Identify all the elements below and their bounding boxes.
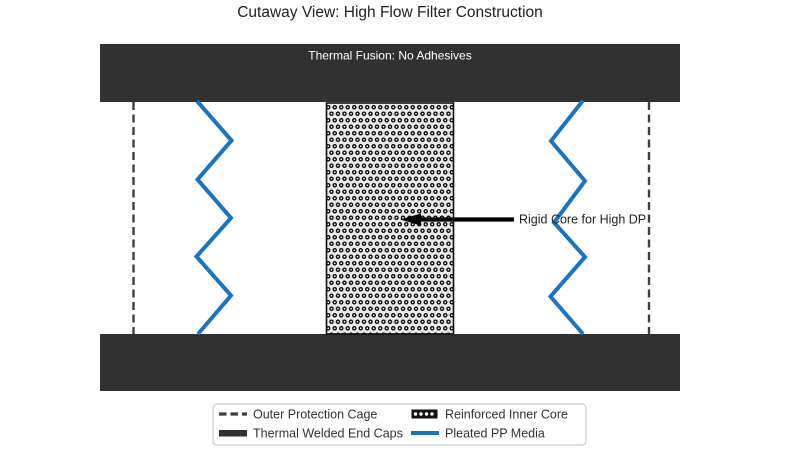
top-end-cap-label: Thermal Fusion: No Adhesives xyxy=(308,49,471,63)
legend-label-end-caps: Thermal Welded End Caps xyxy=(253,427,403,441)
pleated-media-left-zigzag xyxy=(193,99,235,336)
legend-box xyxy=(212,403,587,446)
legend-solid-bar-swatch-icon xyxy=(219,430,247,437)
core-annotation-label: Rigid Core for High DP xyxy=(519,213,646,227)
page-title: Cutaway View: High Flow Filter Construct… xyxy=(237,4,543,21)
legend-label-outer-cage: Outer Protection Cage xyxy=(253,408,377,422)
top-end-cap-bar xyxy=(100,44,680,102)
legend-label-pleated-media: Pleated PP Media xyxy=(445,427,545,441)
legend: Outer Protection Cage Thermal Welded End… xyxy=(212,403,587,446)
bottom-end-cap-bar xyxy=(100,334,680,391)
annotation-arrowhead-icon xyxy=(400,213,421,226)
legend-label-inner-core: Reinforced Inner Core xyxy=(445,408,568,422)
pleated-media-right-zigzag xyxy=(547,99,588,336)
legend-dotted-patch-swatch-icon xyxy=(411,409,438,419)
